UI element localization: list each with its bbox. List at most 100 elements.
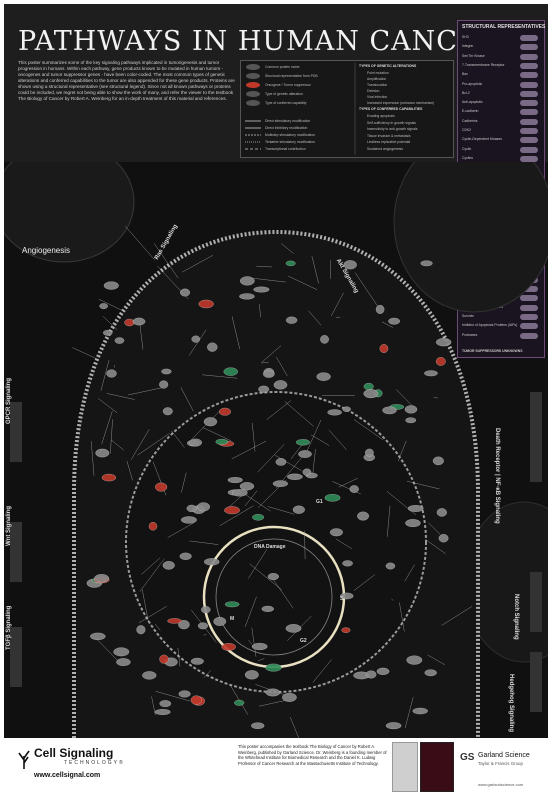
- protein-node: [298, 450, 312, 458]
- protein-node: [90, 632, 106, 641]
- pathway-link: [311, 256, 319, 284]
- protein-node: [159, 654, 169, 664]
- structural-item: Inhibitor of Apoptosis Proteins (IAPs): [462, 323, 518, 328]
- structural-item: Anti-apoptotic: [462, 100, 483, 105]
- page-title: PATHWAYS IN HUMAN CANCER: [18, 26, 500, 57]
- pathway-link: [110, 439, 124, 451]
- cs-url[interactable]: www.cellsignal.com: [34, 772, 101, 779]
- structural-item: Bax: [462, 72, 468, 77]
- side-ribbon: [10, 627, 22, 687]
- pathway-link: [335, 316, 341, 319]
- legend-capability-item: Insensitivity to anti-growth signals: [367, 127, 418, 131]
- protein-node: [198, 299, 214, 309]
- protein-node: [267, 573, 279, 581]
- side-ribbon: [530, 572, 542, 632]
- legend-line-item: Tentative stimulatory modification: [265, 140, 315, 144]
- protein-node: [251, 722, 265, 729]
- pathway-link: [139, 320, 144, 350]
- protein-node: [420, 260, 433, 267]
- angiogenesis-label: Angiogenesis: [22, 246, 71, 255]
- protein-node: [155, 482, 168, 492]
- pathway-link: [428, 522, 441, 535]
- protein-node: [201, 606, 211, 614]
- protein-node: [101, 473, 117, 482]
- pathway-link: [153, 243, 179, 279]
- pathway-link: [244, 490, 258, 507]
- pathway-link: [189, 540, 219, 545]
- pathway-section-label: GPCR Signaling: [6, 377, 12, 424]
- cs-name: Cell Signaling: [34, 746, 114, 760]
- gs-sub: Taylor & Francis Group: [478, 761, 523, 766]
- protein-node: [167, 618, 182, 624]
- pathway-link: [288, 275, 318, 290]
- pathway-link: [353, 419, 384, 441]
- cell-cycle-label: DNA Damage: [254, 544, 286, 550]
- pathway-section-label: Death Receptor | NF-κB Signaling: [494, 428, 500, 524]
- pathway-link: [181, 472, 187, 493]
- cell-cycle-label: S: [340, 596, 344, 602]
- protein-node: [385, 722, 402, 730]
- protein-node: [275, 458, 287, 466]
- protein-node: [154, 709, 171, 715]
- author-photo: [392, 742, 418, 792]
- pathway-link: [258, 700, 287, 707]
- legend-protein-item: Type of genetic alteration: [265, 92, 303, 96]
- protein-node: [287, 473, 303, 480]
- pathway-link: [406, 480, 440, 490]
- protein-node: [349, 485, 359, 493]
- protein-node: [365, 670, 377, 679]
- protein-node: [191, 335, 201, 343]
- structure-glyph-icon: [520, 118, 538, 125]
- legend-line-item: Multistep stimulatory modification: [265, 133, 315, 137]
- pathway-link: [72, 347, 99, 360]
- pathway-link: [202, 427, 232, 441]
- pathway-link: [399, 602, 405, 632]
- protein-node: [342, 406, 351, 412]
- protein-node: [224, 601, 240, 608]
- structure-glyph-icon: [520, 314, 538, 320]
- protein-node: [132, 317, 146, 326]
- legend-protein-item: Structural representative from PDB: [265, 74, 318, 78]
- legend-alteration-item: Amplification: [367, 77, 387, 81]
- protein-node: [148, 522, 158, 531]
- structure-glyph-icon: [520, 155, 538, 162]
- pathway-link: [130, 429, 150, 460]
- protein-node: [253, 286, 270, 293]
- legend-protein-sample: [246, 91, 260, 97]
- pathway-link: [125, 226, 155, 261]
- protein-node: [406, 655, 423, 665]
- pathway-link: [330, 292, 344, 317]
- legend-alteration-item: Point mutation: [367, 71, 389, 75]
- background-cell: [393, 162, 548, 313]
- pathway-link: [142, 589, 149, 623]
- protein-node: [178, 620, 190, 630]
- pathway-link: [126, 460, 133, 481]
- legend-protein-sample: [246, 64, 260, 70]
- pathway-link: [167, 522, 194, 538]
- pathway-link: [248, 549, 268, 579]
- pathway-link: [128, 387, 162, 396]
- pathway-link: [386, 505, 391, 537]
- legend-alteration-item: Viral infection: [367, 95, 388, 99]
- protein-node: [285, 260, 296, 267]
- pathway-link: [229, 684, 248, 715]
- pathway-link: [100, 360, 110, 391]
- protein-node: [113, 647, 130, 657]
- protein-node: [159, 380, 169, 389]
- pathway-link: [397, 440, 407, 462]
- structural-item: Cyclins: [462, 155, 473, 160]
- pathway-link: [182, 254, 214, 273]
- protein-node: [94, 574, 110, 583]
- cell-cycle-inner-ring: [215, 538, 333, 656]
- protein-node: [203, 417, 218, 427]
- protein-node: [385, 562, 396, 570]
- book-text: This poster accompanies the textbook The…: [238, 744, 387, 766]
- protein-node: [379, 344, 389, 353]
- pathway-link: [258, 658, 265, 661]
- gs-url[interactable]: www.garlandscience.com: [478, 782, 524, 787]
- pathway-link: [354, 272, 379, 308]
- protein-node: [292, 505, 305, 514]
- structural-item: Pro-apoptotic: [462, 81, 483, 86]
- pathway-link: [137, 433, 170, 456]
